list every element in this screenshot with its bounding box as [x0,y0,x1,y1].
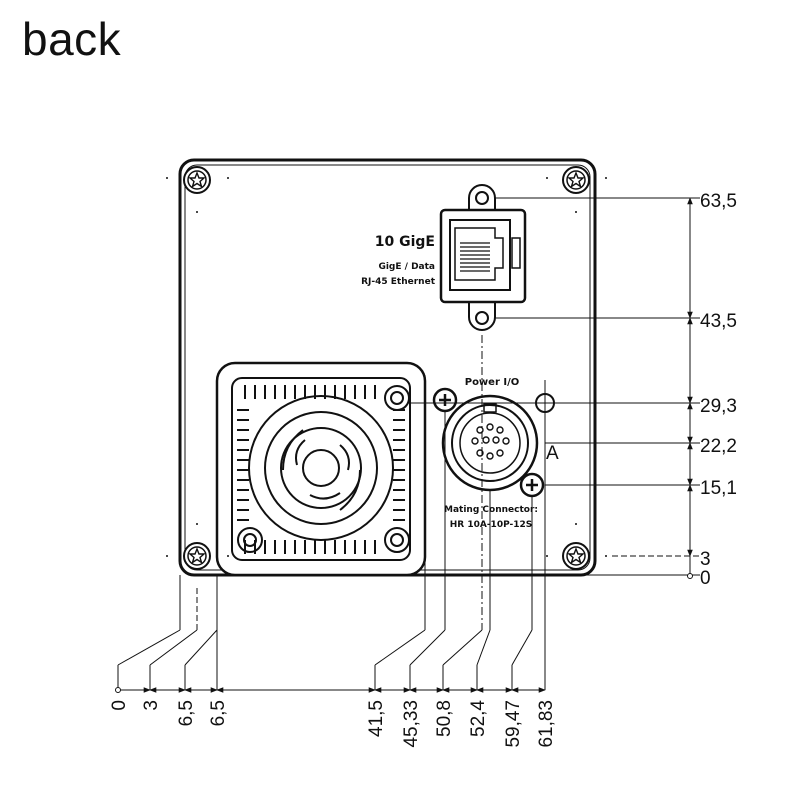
horizontal-leaders [117,629,533,690]
page-title: back [22,13,122,65]
ethernet-label-line1: GigE / Data [378,262,435,272]
vertical-dimension-labels: 63,5 43,5 29,3 22,2 15,1 3 0 [700,191,737,589]
power-io-connector [432,387,555,498]
screw-top-left [183,166,211,194]
horizontal-dimension-labels: 0 3 6,5 6,5 41,5 45,33 50,8 52,4 59,47 6… [109,700,557,748]
hdim-0: 0 [109,700,130,711]
vdim-15-1: 15,1 [700,478,737,499]
horizontal-dimension-line [115,687,546,693]
hdim-52-4: 52,4 [468,700,489,737]
hdim-3: 3 [141,700,162,711]
reference-dots [166,177,607,557]
vdim-0: 0 [700,568,711,589]
hdim-50-8: 50,8 [434,700,455,737]
vertical-extension-lines [408,197,700,576]
connector-screw-left [432,387,458,413]
horizontal-extension-lines [179,335,546,690]
ethernet-heading: 10 GigE [375,234,435,250]
hdim-45-33: 45,33 [401,700,422,748]
rj45-port [439,184,527,331]
fan [215,361,427,577]
hdim-6-5-a: 6,5 [176,700,197,726]
vdim-3: 3 [700,549,711,570]
vdim-29-3: 29,3 [700,396,737,417]
screw-bottom-right [562,542,590,570]
vdim-63-5: 63,5 [700,191,737,212]
mating-connector-line1: Mating Connector: [444,505,538,515]
mating-connector-line2: HR 10A-10P-12S [450,520,533,530]
screw-bottom-left [183,542,211,570]
hdim-6-5-b: 6,5 [208,700,229,726]
connector-screw-right [519,472,545,498]
hdim-59-47: 59,47 [503,700,524,748]
screw-top-right [562,166,590,194]
ethernet-label-line2: RJ-45 Ethernet [361,277,436,287]
hdim-61-83: 61,83 [536,700,557,748]
vdim-43-5: 43,5 [700,311,737,332]
power-io-label: Power I/O [465,377,520,388]
connector-marker-a: A [546,443,559,464]
vertical-dimension-line [687,197,693,579]
hdim-41-5: 41,5 [366,700,387,737]
vdim-22-2: 22,2 [700,436,737,457]
